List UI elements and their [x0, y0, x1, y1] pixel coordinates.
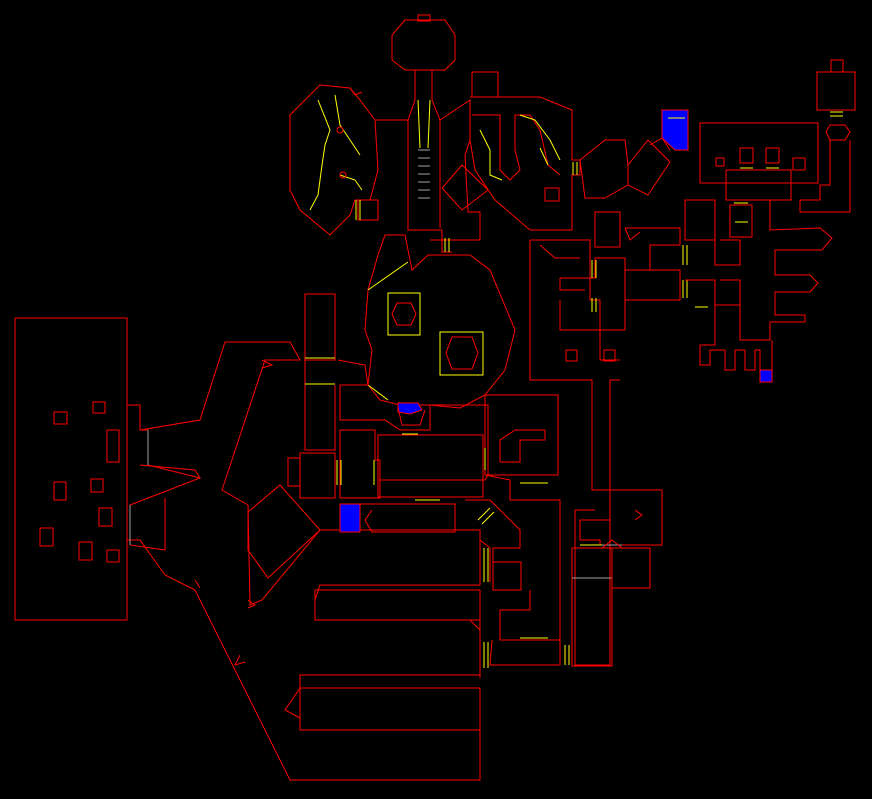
west-hall [14, 317, 128, 621]
north-zigzag [469, 71, 581, 231]
west-funnel [127, 341, 481, 781]
blue-pad-center [397, 402, 423, 415]
west-corridor [221, 341, 481, 688]
north-diamonds [441, 109, 689, 211]
east-spine [529, 211, 741, 666]
north-tower [391, 14, 456, 253]
blue-door-central [339, 503, 361, 533]
south-halls [299, 539, 491, 731]
blue-door-northeast [661, 109, 689, 151]
blue-door-far-east [759, 369, 773, 383]
central-cave [364, 234, 516, 435]
central-lower [339, 394, 570, 666]
northwest-rooms [289, 84, 481, 241]
east-complex [684, 59, 856, 381]
southeast-rooms [571, 519, 651, 667]
